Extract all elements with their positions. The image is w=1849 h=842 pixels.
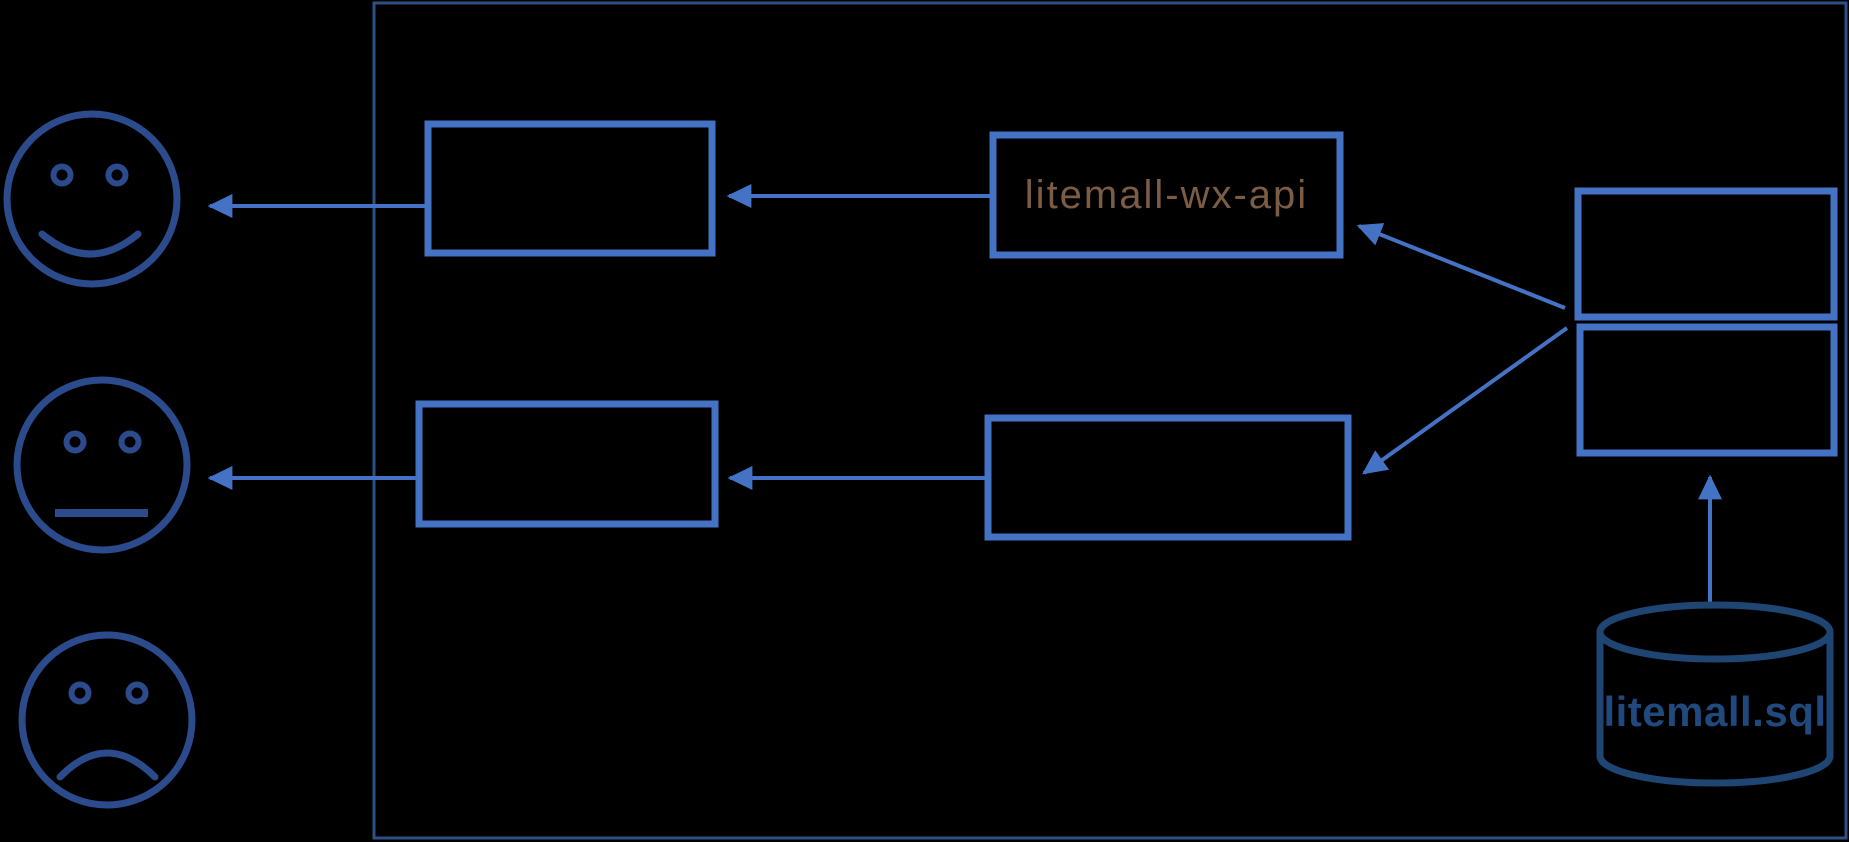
node-box-bottom-middle: [984, 414, 1352, 541]
node-box-wx-api: [989, 131, 1344, 259]
arrow-right-boxes-to-bottom-middle: [1362, 326, 1569, 475]
database-cylinder-icon: [1596, 601, 1834, 787]
system-boundary-frame: [372, 1, 1848, 840]
node-box-top-left: [424, 120, 716, 257]
arrow-right-boxes-to-wxapi: [1356, 223, 1566, 310]
node-box-right-bottom: [1576, 323, 1838, 457]
node-box-bottom-left: [415, 400, 719, 528]
sad-face-icon: [18, 631, 196, 809]
neutral-face-icon: [13, 376, 191, 554]
happy-face-icon: [3, 110, 181, 288]
node-box-right-top: [1574, 187, 1838, 321]
